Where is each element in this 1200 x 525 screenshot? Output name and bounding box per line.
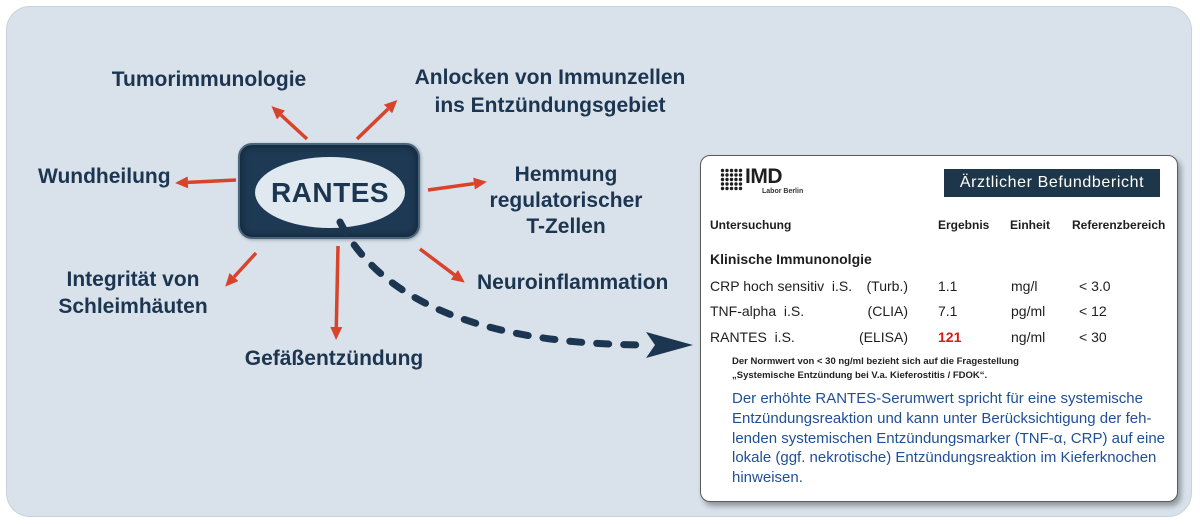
test-result: 1.1 — [938, 278, 958, 294]
test-reference: < 12 — [1079, 303, 1107, 319]
arrow-to-tumorimmunologie — [271, 106, 309, 141]
test-result-flagged: 121 — [938, 329, 962, 345]
note-line: Der Normwert von < 30 ng/ml bezieht sich… — [732, 356, 1019, 367]
lab-report-card: IMD Labor Berlin Ärztlicher Befundberich… — [700, 155, 1178, 502]
label-tumorimmunologie: Tumorimmunologie — [99, 66, 319, 93]
logo-name: IMD — [745, 165, 783, 188]
label-line: Wundheilung — [38, 165, 171, 188]
table-row: TNF-alpha i.S. (CLIA) 7.1 pg/ml < 12 — [701, 303, 1177, 319]
label-gefaessentzuendung: Gefäßentzündung — [234, 345, 434, 372]
label-hemmung-t-zellen: Hemmung regulatorischer T-Zellen — [466, 162, 666, 240]
report-title: Ärztlicher Befundbericht — [944, 169, 1160, 197]
table-row: RANTES i.S. (ELISA) 121 ng/ml < 30 — [701, 329, 1177, 345]
label-line: ins Entzündungsgebiet — [434, 94, 666, 117]
test-unit: ng/ml — [1011, 329, 1046, 345]
table-row: CRP hoch sensitiv i.S. (Turb.) 1.1 mg/l … — [701, 278, 1177, 294]
interpretation-line: lenden systemischen Entzündungsmarker (T… — [732, 429, 1166, 447]
test-method: (Turb.) — [866, 278, 908, 294]
label-neuroinflammation: Neuroinflammation — [477, 269, 668, 296]
logo-subtitle: Labor Berlin — [762, 188, 804, 195]
label-wundheilung: Wundheilung — [38, 163, 171, 190]
dashed-link-to-report — [336, 218, 654, 349]
column-header-ergebnis: Ergebnis — [938, 218, 990, 232]
label-integritaet-schleimhaeute: Integrität von Schleimhäuten — [33, 266, 233, 320]
arrow-to-gefaessentzuendung — [330, 245, 343, 340]
test-reference: < 3.0 — [1079, 278, 1111, 294]
reference-note: Der Normwert von < 30 ng/ml bezieht sich… — [732, 355, 1019, 383]
rantes-ellipse: RANTES — [255, 157, 405, 228]
label-line: Gefäßentzündung — [244, 347, 424, 370]
interpretation-text: Der erhöhte RANTES-Serumwert spricht für… — [732, 389, 1165, 488]
arrow-to-anlocken — [355, 99, 398, 141]
arrow-to-hemmung — [427, 177, 487, 192]
test-name: CRP hoch sensitiv i.S. — [710, 278, 853, 294]
label-line: Neuroinflammation — [477, 271, 669, 294]
label-line: Hemmung — [514, 163, 618, 186]
label-line: regulatorischer — [489, 189, 643, 212]
test-name: TNF-alpha i.S. — [710, 303, 805, 319]
test-method: (CLIA) — [867, 303, 908, 319]
label-line: Schleimhäuten — [58, 295, 208, 318]
test-method: (ELISA) — [858, 329, 908, 345]
test-name: RANTES i.S. — [710, 329, 795, 345]
column-header-einheit: Einheit — [1010, 218, 1051, 232]
arrow-to-wundheilung — [175, 176, 237, 189]
test-result: 7.1 — [938, 303, 958, 319]
dashed-link-arrowhead — [646, 332, 693, 358]
interpretation-line: Der erhöhte RANTES-Serumwert spricht für… — [732, 390, 1143, 407]
note-line: „Systemische Entzündung bei V.a. Kiefero… — [732, 370, 988, 381]
arrow-to-integritaet — [225, 251, 258, 287]
dot-grid-icon — [720, 168, 743, 191]
rantes-label: RANTES — [270, 176, 390, 208]
column-header-referenzbereich: Referenzbereich — [1072, 218, 1166, 232]
column-header-untersuchung: Untersuchung — [710, 218, 792, 232]
interpretation-line: Entzündungsreaktion und kann unter Berüc… — [732, 409, 1152, 427]
test-unit: pg/ml — [1011, 303, 1046, 319]
test-reference: < 30 — [1079, 329, 1107, 345]
label-line: Tumorimmunologie — [111, 68, 307, 91]
interpretation-line: hinweisen. — [732, 469, 803, 487]
test-unit: mg/l — [1011, 278, 1038, 294]
label-line: Anlocken von Immunzellen — [414, 66, 686, 89]
section-title: Klinische Immunonolgie — [710, 251, 872, 267]
interpretation-line: lokale (ggf. nekrotische) Entzündungsrea… — [732, 449, 1157, 467]
label-line: Integrität von — [66, 268, 200, 291]
label-line: T-Zellen — [526, 215, 606, 238]
label-anlocken-von-immunzellen: Anlocken von Immunzellen ins Entzündungs… — [390, 64, 710, 120]
arrow-to-neuroinflammation — [418, 247, 465, 283]
